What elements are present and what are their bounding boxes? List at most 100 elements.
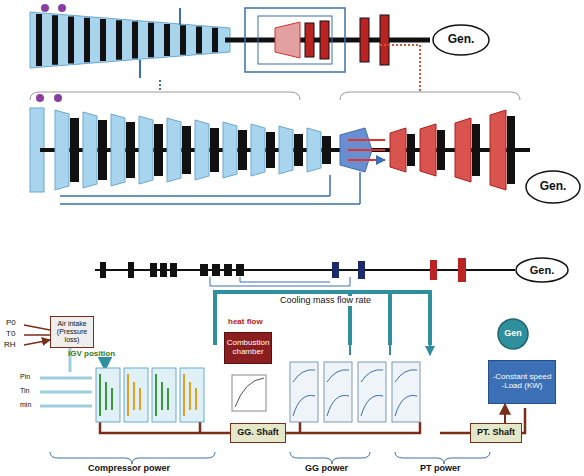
- compressor-disk: [98, 120, 107, 180]
- bleed-valve: [139, 60, 141, 78]
- stage-block: [100, 262, 106, 278]
- compressor-disk: [132, 22, 138, 59]
- label-text: PT power: [420, 464, 461, 474]
- stage-block: [358, 261, 365, 279]
- stage-block: [200, 264, 208, 276]
- brace: [50, 452, 215, 464]
- turbine-stage-box: [392, 362, 420, 422]
- node-text: Air intake (Pressure loss): [54, 320, 90, 343]
- stage-block: [224, 264, 232, 276]
- compressor-stage-box: [96, 368, 120, 422]
- compressor-disk: [36, 14, 42, 66]
- compressor-disk: [182, 126, 191, 174]
- compressor-disk: [180, 25, 186, 55]
- igv-actuator: [41, 4, 49, 12]
- combustor-curve-box: [232, 375, 266, 411]
- turbine-map-curve: [395, 370, 417, 416]
- compressor-stage-box: [124, 368, 148, 422]
- generator-circle: Gen.: [525, 170, 581, 204]
- brace: [290, 452, 370, 464]
- compressor-stage: [279, 126, 293, 174]
- combustor: [275, 22, 300, 58]
- label-text: heat flow: [228, 318, 263, 327]
- node-text: Gen.: [530, 264, 554, 276]
- compressor-casing: [30, 12, 230, 68]
- igv-actuator: [36, 94, 44, 102]
- compressor-stage: [307, 128, 321, 172]
- generator-circle: Gen.: [432, 24, 490, 56]
- turbine-disk: [407, 134, 415, 166]
- turbine-stage-box: [358, 362, 386, 422]
- stage-block: [160, 263, 167, 277]
- turbine-stage: [420, 124, 436, 176]
- stage-block: [212, 264, 220, 276]
- stage-block: [430, 260, 437, 280]
- turbine-stage: [455, 118, 471, 182]
- model-box: GG. Shaft: [230, 423, 286, 443]
- label-text: Cooling mass flow rate: [280, 296, 371, 306]
- engine-illustration: [30, 4, 430, 78]
- generator-circle: Gen: [497, 318, 529, 350]
- stage-bars: [184, 374, 196, 416]
- compressor-disk: [84, 18, 90, 63]
- turbine-disk: [305, 23, 314, 57]
- compressor-stage: [139, 116, 153, 184]
- label-text: Pin: [20, 373, 30, 381]
- node-text: Gen.: [540, 180, 567, 193]
- cooling-arrow: [350, 330, 430, 355]
- turbine-disk: [320, 21, 329, 59]
- node-text: GG. Shaft: [237, 428, 279, 438]
- compressor-stage: [223, 122, 237, 178]
- bleed-pipes: [258, 16, 332, 64]
- node-text: Gen: [504, 329, 522, 339]
- shaft: [95, 269, 515, 271]
- compressor-stage: [167, 118, 181, 182]
- connector: [504, 404, 506, 423]
- compressor-disk: [212, 28, 218, 53]
- compressor-disk: [196, 27, 202, 54]
- turbine-map-curve: [327, 370, 349, 416]
- stage-block: [236, 264, 244, 276]
- curve: [235, 378, 264, 407]
- compressor-disk: [116, 20, 122, 60]
- generator-circle: Gen.: [515, 257, 569, 283]
- compressor-stage: [83, 112, 97, 188]
- compressor-disk: [126, 122, 135, 178]
- turbine-disk: [507, 116, 515, 184]
- cooling-line: [210, 277, 350, 286]
- node-text: -Constant speed -Load (KW): [492, 373, 552, 391]
- stage-bars: [100, 374, 112, 416]
- stage-bars: [156, 374, 168, 416]
- model-box: PT. Shaft: [470, 423, 522, 443]
- compressor-disk: [210, 128, 219, 172]
- compressor-disk: [52, 15, 58, 65]
- igv-actuator: [54, 94, 62, 102]
- turbine-disk: [472, 124, 480, 176]
- model-schematic: [24, 292, 525, 464]
- compressor-stage-box: [180, 368, 204, 422]
- label-text: Tin: [20, 387, 29, 395]
- compressor-disk: [294, 134, 303, 166]
- turbine-stage-box: [324, 362, 352, 422]
- hot-gas: [348, 140, 385, 160]
- model-box: Air intake (Pressure loss): [50, 316, 94, 348]
- label-text: min: [20, 401, 31, 409]
- turbine-disk: [380, 15, 389, 65]
- label-text: T0: [6, 330, 15, 339]
- stage-block: [128, 262, 134, 278]
- stage-block: [150, 263, 157, 277]
- compressor-disk: [154, 124, 163, 176]
- igv-actuator: [58, 4, 66, 12]
- stage-block: [332, 262, 339, 278]
- turbine-stage-box: [290, 362, 318, 422]
- label-text: RH: [4, 341, 16, 350]
- shaft-schematic: [95, 270, 515, 286]
- zoom-line: [159, 80, 161, 92]
- compressor-disk: [322, 136, 331, 164]
- ellipse-shape: [433, 25, 489, 55]
- compressor-disk: [266, 132, 275, 168]
- bracket: [340, 92, 520, 100]
